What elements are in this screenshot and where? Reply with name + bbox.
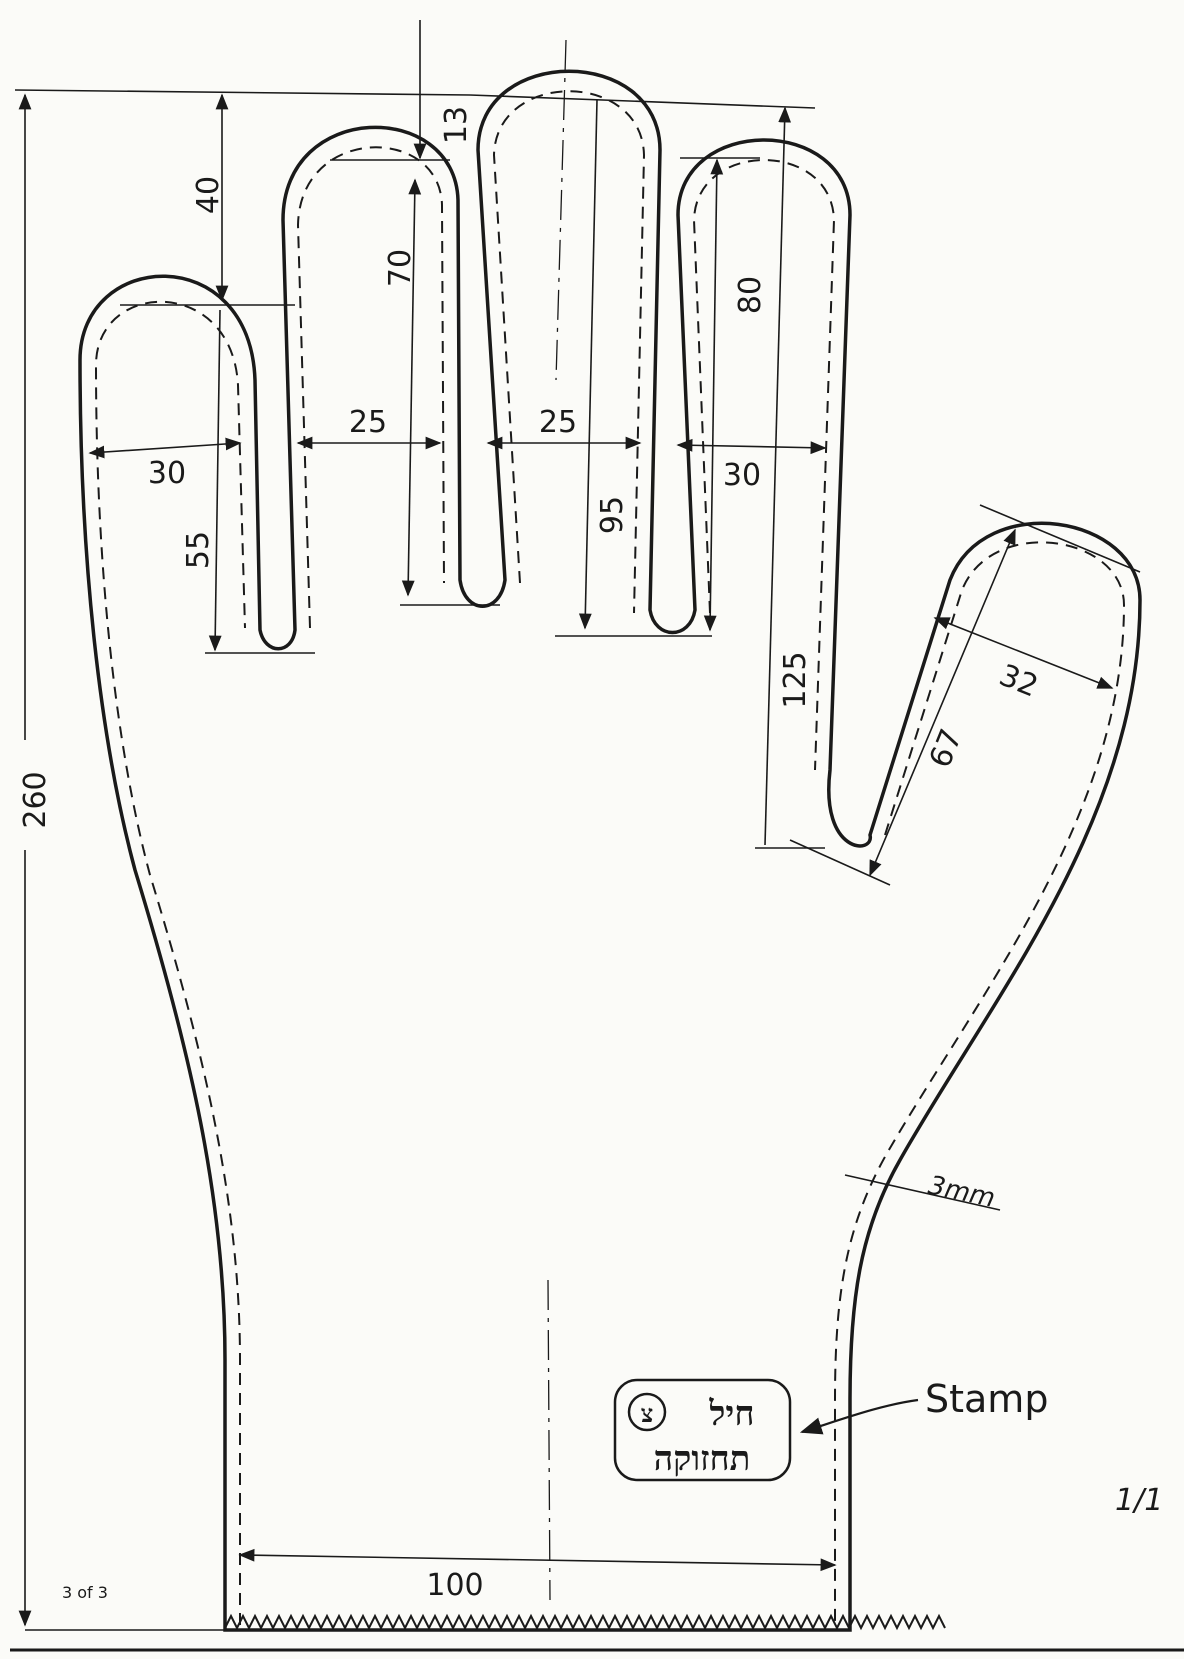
dim-gap-left: 25 <box>349 405 387 440</box>
dim-cuff-width: 100 <box>426 1568 483 1603</box>
maintenance-stamp: צ חיל תחזוקה <box>613 1378 792 1482</box>
dim-gap-right: 25 <box>539 405 577 440</box>
dim-fingertip-13: 13 <box>439 106 474 144</box>
stamp-label: Stamp <box>925 1377 1048 1421</box>
stamp-emblem <box>627 1392 667 1432</box>
dimension-lines <box>14 20 1141 1631</box>
sheet-number: 3 of 3 <box>62 1583 108 1602</box>
centerlines <box>547 39 567 1601</box>
dim-wall-thickness: 3mm <box>926 1171 998 1214</box>
dim-pinky-width: 30 <box>148 456 186 491</box>
dim-overall-height: 260 <box>18 771 53 828</box>
stamp-line-1: חיל <box>709 1394 755 1434</box>
stamp-line-2: תחזוקה <box>654 1439 751 1479</box>
dim-middle-root: 95 <box>595 496 630 534</box>
stamp-arrow <box>799 1398 919 1435</box>
stamp-border <box>613 1378 792 1482</box>
stamp-emblem-letter: צ <box>641 1399 654 1428</box>
dim-thumb-width: 32 <box>994 658 1043 705</box>
dim-thumb-root: 125 <box>778 651 813 708</box>
page-fraction: 1/1 <box>1115 1483 1163 1518</box>
dim-middle-length: 80 <box>733 276 768 314</box>
glove-seam-line <box>94 90 1126 1625</box>
dim-index-length: 70 <box>383 249 418 287</box>
dim-fingertip-40: 40 <box>191 176 226 214</box>
dim-pinky-root: 55 <box>181 531 216 569</box>
dim-ring-width: 30 <box>723 458 761 493</box>
glove-outline <box>78 69 1142 1632</box>
cuff-edge <box>224 1613 946 1631</box>
